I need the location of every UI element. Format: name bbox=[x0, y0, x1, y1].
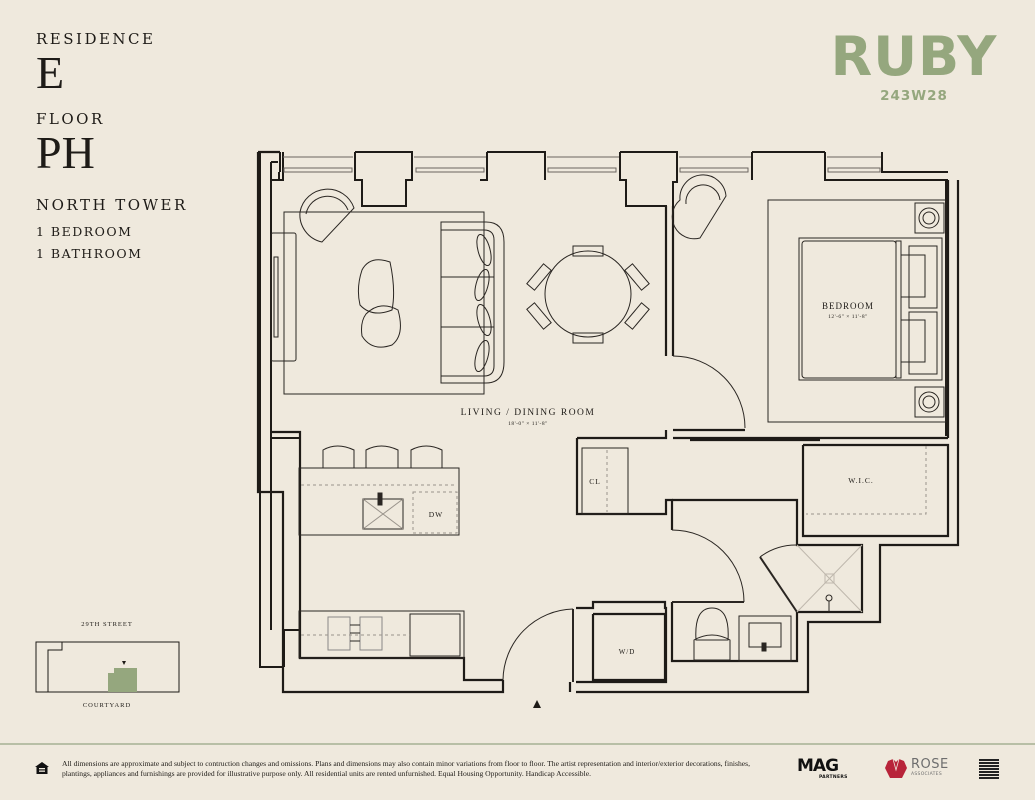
disclaimer-text: All dimensions are approximate and subje… bbox=[62, 759, 750, 778]
mag-logo-subtext: PARTNERS bbox=[819, 775, 848, 780]
living-room-dims: 18'-0" × 11'-8" bbox=[508, 421, 548, 427]
entry-marker-icon bbox=[533, 700, 541, 708]
floor-value: PH bbox=[36, 127, 95, 178]
tower-label: NORTH TOWER bbox=[36, 196, 188, 214]
floor-label: FLOOR bbox=[36, 110, 105, 128]
residence-value: E bbox=[36, 47, 65, 98]
unit-location-marker-icon bbox=[122, 661, 126, 665]
qr-code-icon bbox=[979, 759, 999, 779]
floor-plan: LIVING / DINING ROOM 18'-0" × 11'-8" BED… bbox=[35, 150, 960, 709]
footer: All dimensions are approximate and subje… bbox=[0, 745, 1035, 800]
bedroom-dims: 12'-6" × 11'-8" bbox=[828, 314, 868, 320]
mag-partners-logo: MAG PARTNERS bbox=[797, 756, 848, 781]
key-plan-courtyard-label: COURTYARD bbox=[83, 702, 131, 709]
rose-logo-text: ROSE bbox=[911, 757, 949, 772]
key-plan-street-label: 29TH STREET bbox=[81, 621, 133, 628]
mag-logo-text: MAG bbox=[797, 756, 839, 776]
living-room-label: LIVING / DINING ROOM bbox=[461, 408, 596, 418]
unit-info: RESIDENCE E FLOOR PH NORTH TOWER 1 BEDRO… bbox=[36, 30, 188, 261]
dishwasher-label: DW bbox=[429, 510, 444, 519]
wic-label: W.I.C. bbox=[848, 476, 874, 485]
bathroom-count: 1 BATHROOM bbox=[36, 246, 143, 261]
rose-associates-logo: ROSE ASSOCIATES bbox=[884, 757, 948, 784]
brand-address: 243W28 bbox=[880, 88, 948, 104]
rose-logo-subtext: ASSOCIATES bbox=[911, 772, 942, 777]
equal-housing-icon bbox=[35, 762, 49, 774]
rose-icon bbox=[885, 758, 907, 778]
bedroom-count: 1 BEDROOM bbox=[36, 224, 133, 239]
closet-label: CL bbox=[589, 477, 601, 486]
brand-name: RUBY bbox=[830, 25, 998, 88]
footer-divider bbox=[0, 743, 1035, 745]
bedroom-label: BEDROOM bbox=[822, 301, 874, 311]
washer-dryer-label: W/D bbox=[619, 648, 636, 656]
key-plan: 29TH STREET COURTYARD bbox=[35, 621, 180, 709]
brand-logo: RUBY 243W28 bbox=[826, 25, 1002, 105]
residence-label: RESIDENCE bbox=[36, 30, 156, 48]
